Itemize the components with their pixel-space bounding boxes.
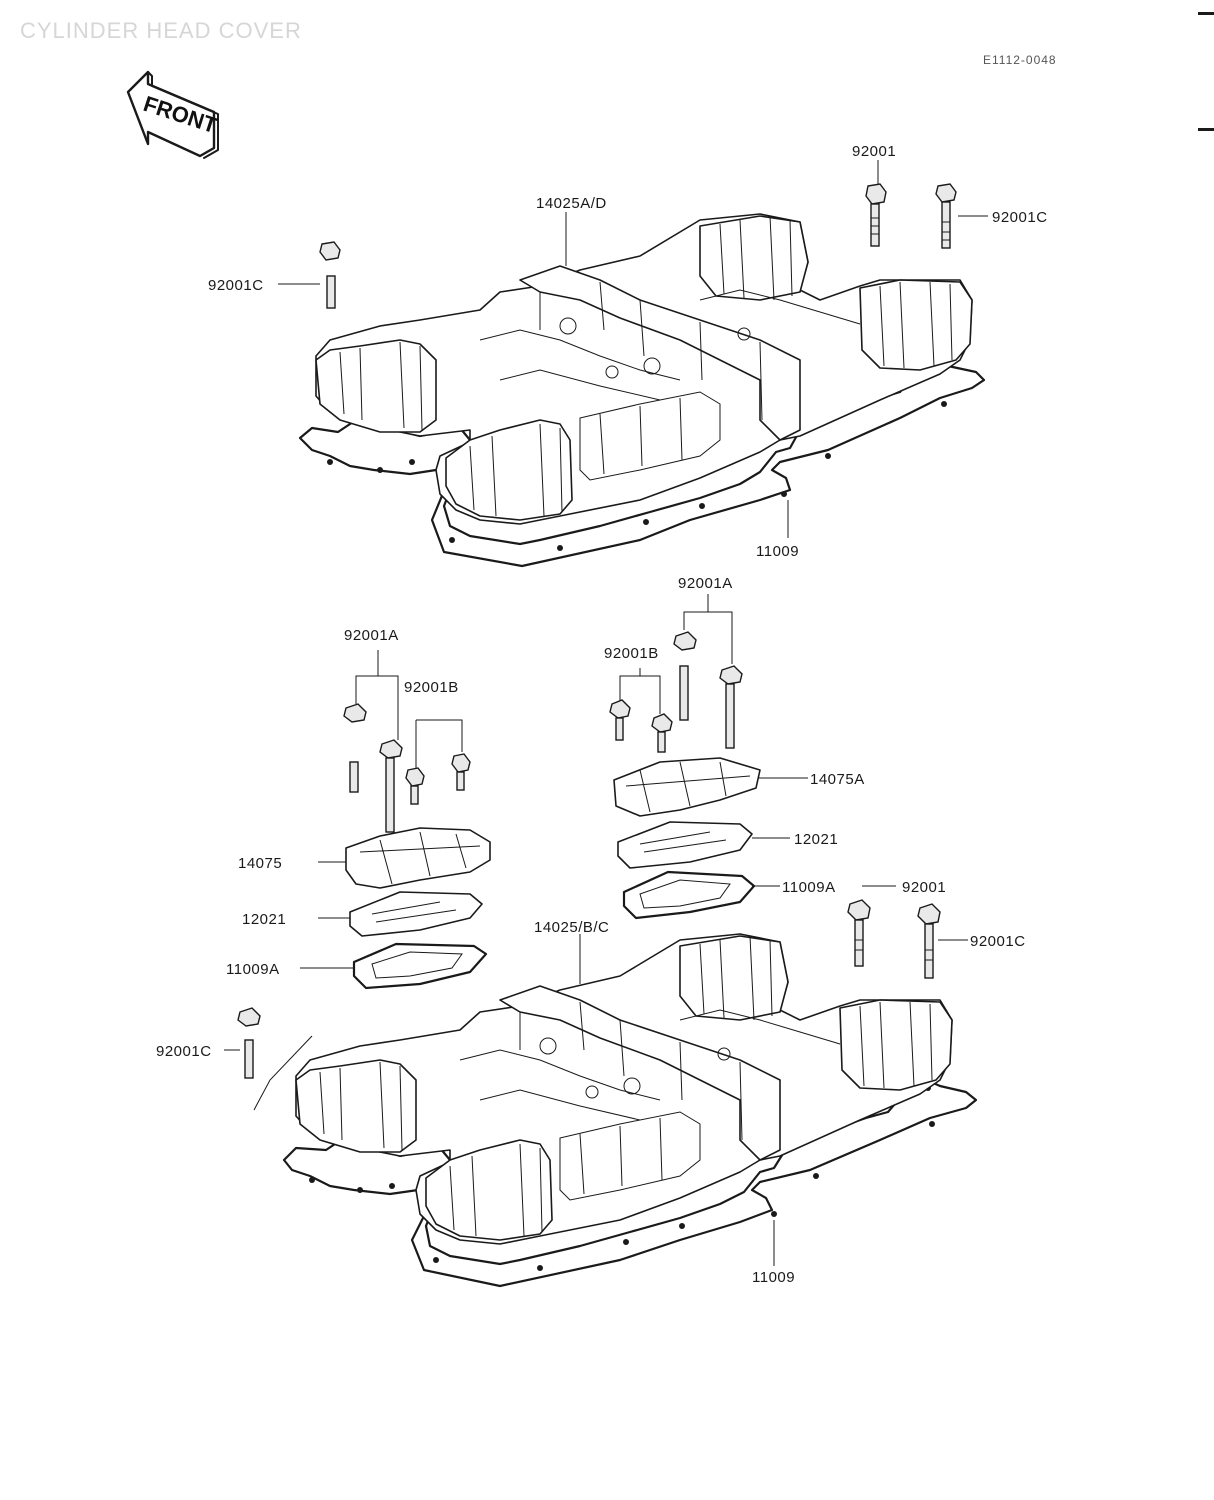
label-lower-11009a-right: 11009A bbox=[782, 879, 836, 896]
label-lower-92001a-right: 92001A bbox=[678, 575, 733, 592]
figure-code: E1112-0048 bbox=[983, 53, 1057, 67]
diagram-title: CYLINDER HEAD COVER bbox=[20, 18, 302, 43]
upper-bolt-92001c-right bbox=[935, 183, 957, 249]
lower-bolt-92001b-right bbox=[609, 699, 673, 753]
label-lower-92001b-right: 92001B bbox=[604, 645, 659, 662]
lower-cap-14075a bbox=[613, 757, 761, 817]
lower-bolt-92001c-right bbox=[917, 903, 941, 979]
label-lower-11009a-left: 11009A bbox=[226, 961, 280, 978]
upper-bolt-92001 bbox=[865, 183, 887, 247]
upper-cover-assembly: 92001 14025A/D 92001C 92001C 11009 bbox=[208, 143, 1048, 568]
upper-bolt-92001c-left bbox=[319, 241, 341, 309]
label-lower-12021-right: 12021 bbox=[794, 831, 838, 848]
margin-mark-top bbox=[1198, 12, 1214, 15]
lower-bolt-92001a-right bbox=[673, 631, 743, 749]
lower-gasket-11009a-right bbox=[622, 870, 756, 920]
lower-bolt-92001 bbox=[847, 899, 871, 967]
label-lower-92001b-left: 92001B bbox=[404, 679, 459, 696]
label-lower-92001: 92001 bbox=[902, 879, 946, 896]
label-upper-92001c-right: 92001C bbox=[992, 209, 1048, 226]
label-upper-92001c-left: 92001C bbox=[208, 277, 264, 294]
label-lower-14075: 14075 bbox=[238, 855, 282, 872]
lower-bolt-92001a-left bbox=[343, 703, 403, 833]
label-lower-12021-left: 12021 bbox=[242, 911, 286, 928]
label-upper-92001: 92001 bbox=[852, 143, 896, 160]
label-lower-11009: 11009 bbox=[752, 1269, 795, 1286]
front-arrow-icon: FRONT bbox=[126, 70, 221, 159]
lower-cover-assembly: 92001A 92001B 14075 12021 11009A 92001A … bbox=[156, 575, 1026, 1288]
lower-bolt-92001c-left bbox=[237, 1007, 261, 1079]
label-lower-14075a: 14075A bbox=[810, 771, 865, 788]
label-upper-14025: 14025A/D bbox=[536, 195, 607, 212]
lower-plate-12021-right bbox=[617, 821, 753, 869]
label-lower-92001a-left: 92001A bbox=[344, 627, 399, 644]
lower-plate-12021-left bbox=[349, 891, 483, 937]
margin-mark-bottom bbox=[1198, 128, 1214, 131]
label-upper-11009: 11009 bbox=[756, 543, 799, 560]
label-lower-92001c-left: 92001C bbox=[156, 1043, 212, 1060]
lower-cap-14075 bbox=[345, 827, 491, 889]
lower-bolt-92001b-left bbox=[405, 753, 471, 805]
lower-gasket-11009a-left bbox=[352, 942, 488, 990]
label-lower-92001c-right: 92001C bbox=[970, 933, 1026, 950]
label-lower-14025: 14025/B/C bbox=[534, 919, 609, 936]
